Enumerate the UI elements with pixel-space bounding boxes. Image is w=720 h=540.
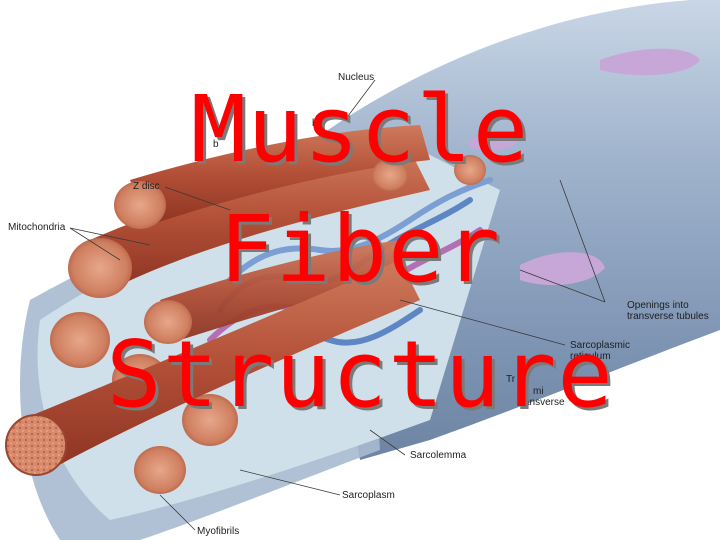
label-tubule-partial-1: mi — [533, 386, 544, 397]
label-sr-line2: reticulum — [570, 351, 611, 362]
label-z-disc: Z disc — [133, 181, 160, 192]
myofibrils — [5, 125, 486, 494]
label-nucleus: Nucleus — [338, 72, 375, 83]
title-line-3: Structure — [106, 321, 614, 428]
leader-lines — [69, 79, 606, 531]
tubule-opening — [600, 48, 700, 76]
label-triad-partial: Tr — [506, 374, 516, 385]
label-sarcolemma: Sarcolemma — [410, 450, 467, 461]
title-line-1: Muscle — [190, 76, 530, 183]
label-sarcoplasm: Sarcoplasm — [342, 490, 395, 501]
label-i-band-partial: b — [213, 139, 219, 150]
label-a-band-partial: ba — [312, 118, 324, 129]
tubule-opening — [470, 133, 518, 151]
label-tubule-partial-2: ansverse — [524, 397, 565, 408]
label-sr-line1: Sarcoplasmic — [570, 340, 631, 351]
label-mitochondria: Mitochondria — [8, 222, 66, 233]
label-openings-line2: transverse tubules — [627, 311, 709, 322]
label-openings-line1: Openings into — [627, 300, 689, 311]
tubule-opening — [520, 252, 605, 286]
title-line-2: Fiber — [219, 196, 501, 303]
label-myofibrils: Myofibrils — [197, 526, 240, 537]
